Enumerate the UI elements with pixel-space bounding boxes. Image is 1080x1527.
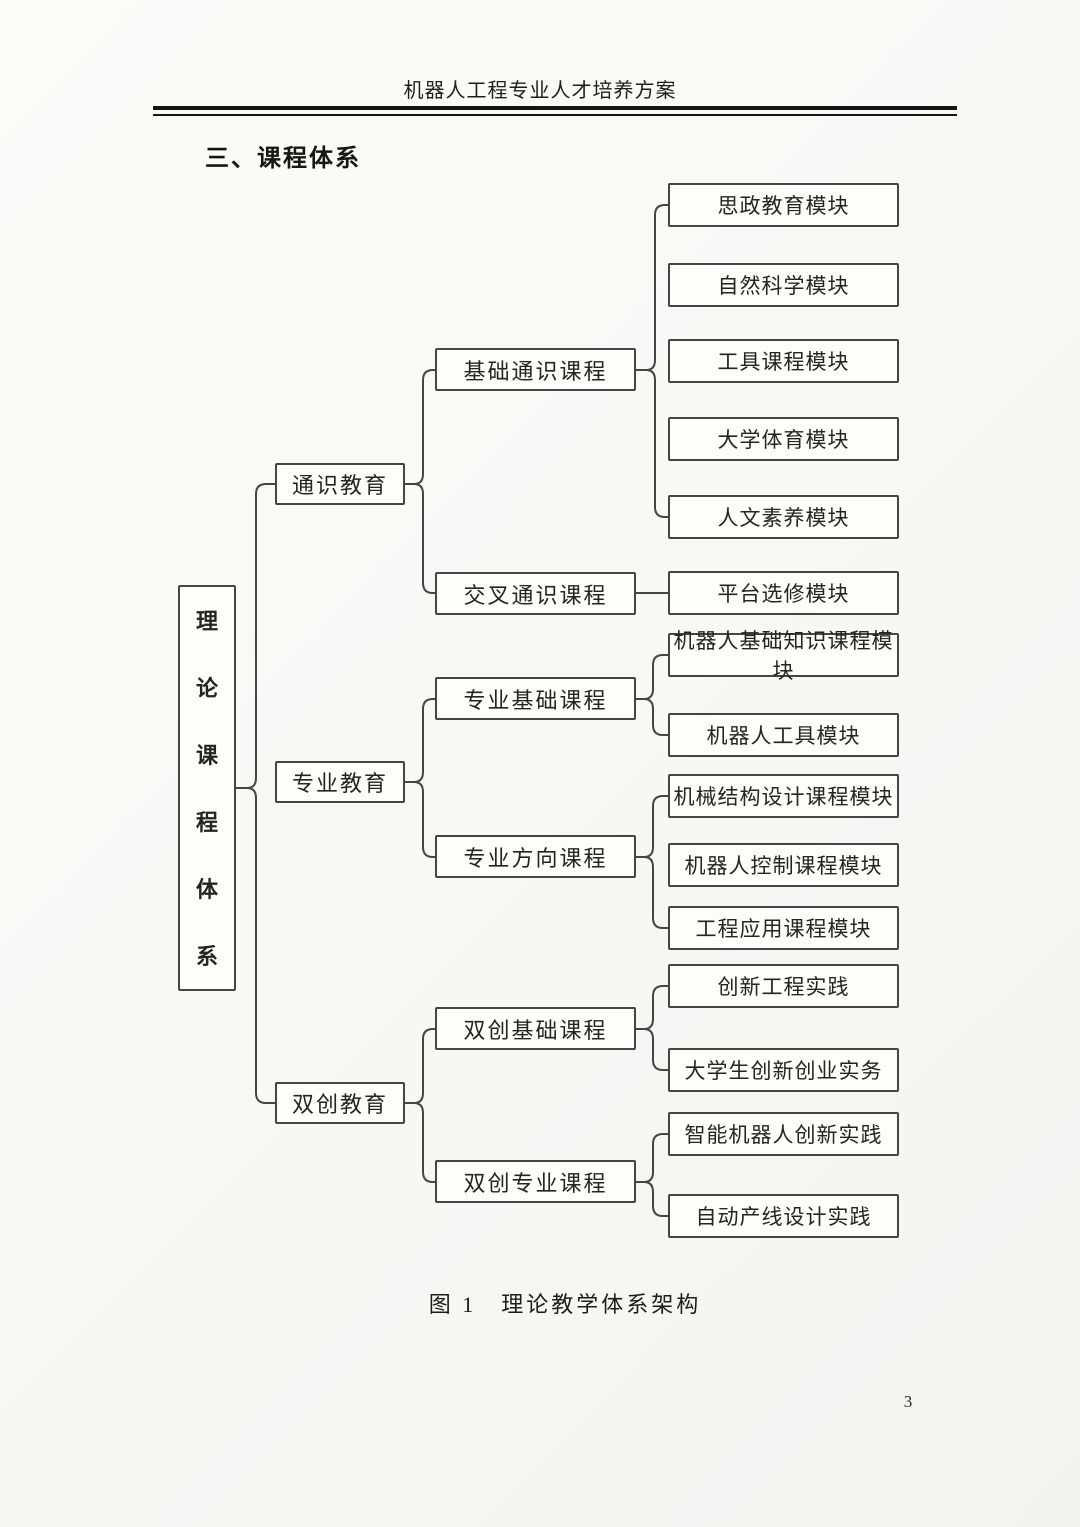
module-innovation-engineering-practice: 创新工程实践 (668, 964, 899, 1008)
brace-professional-foundation-courses (635, 654, 669, 736)
module-engineering-application: 工程应用课程模块 (668, 906, 899, 950)
brace-innovation-professional-courses (635, 1133, 669, 1217)
module-natural-science: 自然科学模块 (668, 263, 899, 307)
branch-innovation-education: 双创教育 (275, 1082, 405, 1124)
root-node-theory-course-system: 理论课程体系 (178, 585, 236, 991)
page-header: 机器人工程专业人才培养方案 (403, 80, 677, 102)
group-professional-foundation-courses: 专业基础课程 (435, 677, 636, 720)
brace-professional-education (404, 698, 436, 858)
group-innovation-professional-courses: 双创专业课程 (435, 1160, 636, 1203)
module-intelligent-robot-innovation-practice: 智能机器人创新实践 (668, 1112, 899, 1156)
group-cross-general-courses: 交叉通识课程 (435, 572, 636, 615)
module-robot-basic-knowledge: 机器人基础知识课程模块 (668, 630, 899, 683)
brace-general-education (404, 369, 436, 594)
group-innovation-foundation-courses: 双创基础课程 (435, 1007, 636, 1050)
brace-root (235, 483, 276, 1104)
branch-professional-education: 专业教育 (275, 761, 405, 803)
module-platform-electives: 平台选修模块 (668, 571, 899, 615)
brace-innovation-education (404, 1028, 436, 1183)
module-robot-control: 机器人控制课程模块 (668, 843, 899, 887)
module-tool-courses: 工具课程模块 (668, 339, 899, 383)
brace-professional-direction-courses (635, 795, 669, 929)
page-number: 3 (903, 1392, 913, 1411)
module-college-pe: 大学体育模块 (668, 417, 899, 461)
module-robot-tools: 机器人工具模块 (668, 713, 899, 757)
section-title: 三、课程体系 (205, 145, 361, 172)
module-ideological-political-education: 思政教育模块 (668, 183, 899, 227)
group-professional-direction-courses: 专业方向课程 (435, 835, 636, 878)
brace-innovation-foundation-courses (635, 985, 669, 1071)
brace-basic-general-courses (635, 204, 669, 518)
module-student-innovation-entrepreneurship-practice: 大学生创新创业实务 (668, 1048, 899, 1092)
header-rule-thin (153, 114, 957, 116)
group-basic-general-courses: 基础通识课程 (435, 348, 636, 391)
module-mechanical-structure-design: 机械结构设计课程模块 (668, 774, 899, 818)
header-rule-thick (153, 106, 957, 110)
figure-caption: 图 1 理论教学体系架构 (428, 1292, 702, 1317)
module-automated-line-design-practice: 自动产线设计实践 (668, 1194, 899, 1238)
branch-general-education: 通识教育 (275, 463, 405, 505)
module-humanities-literacy: 人文素养模块 (668, 495, 899, 539)
